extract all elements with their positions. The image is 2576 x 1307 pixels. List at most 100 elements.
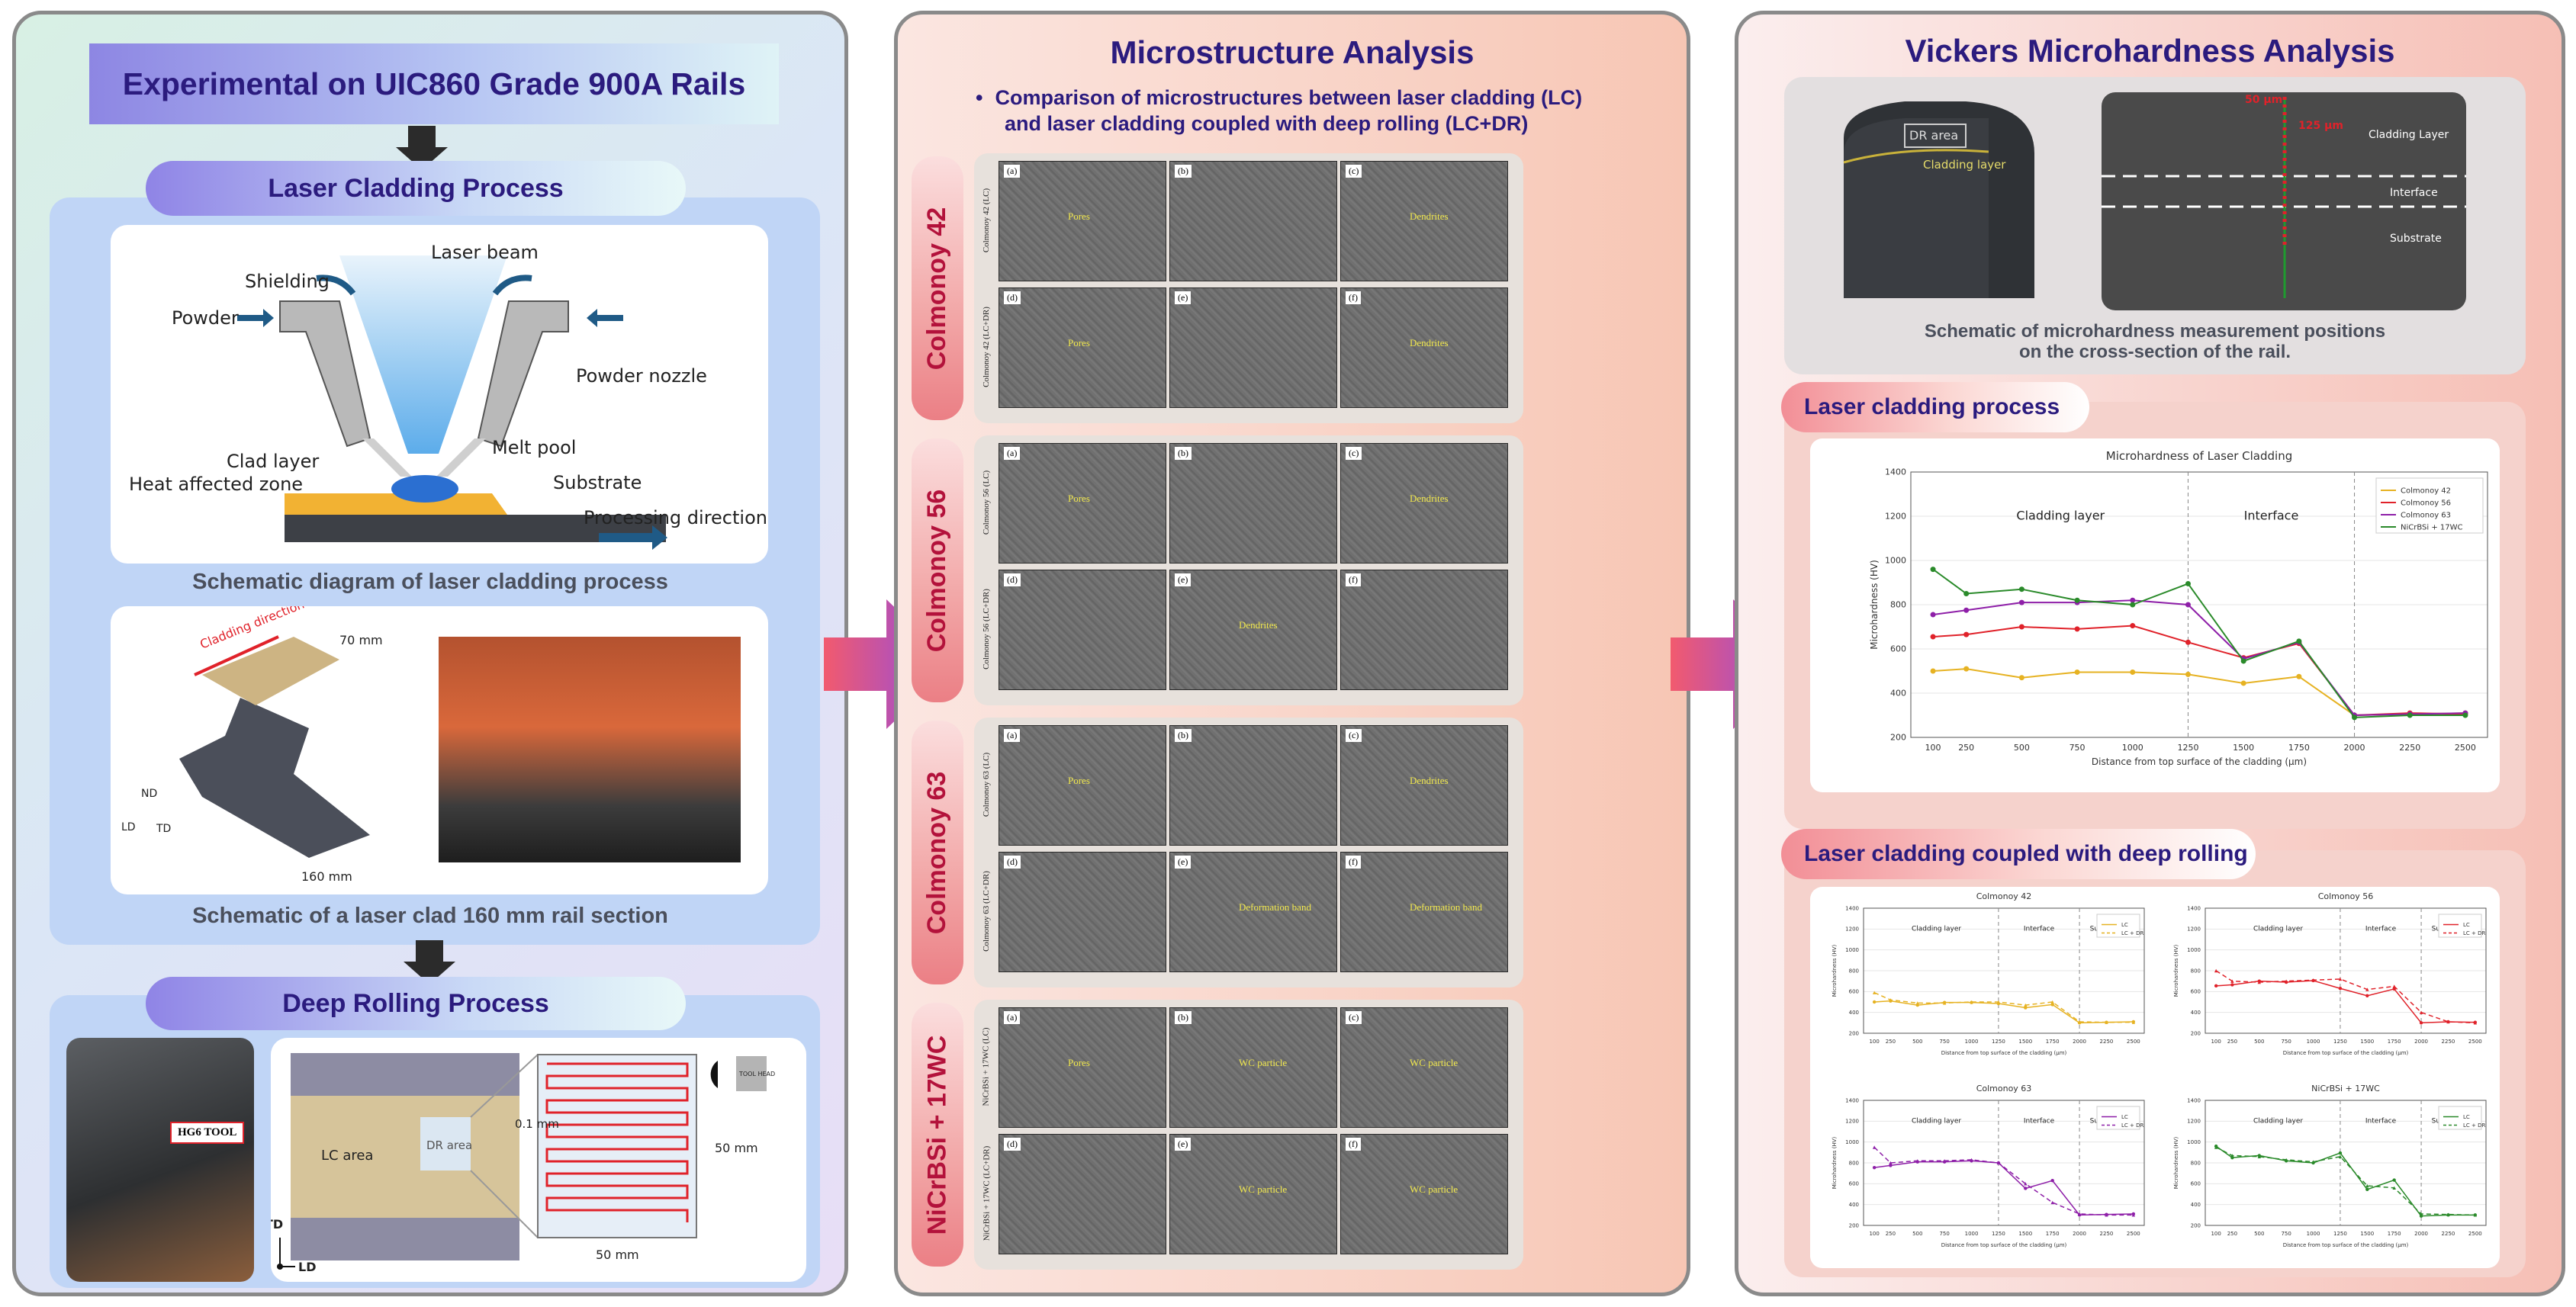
lc-chart-title: Laser cladding process [1781, 382, 2089, 432]
cladding-direction-arrow [194, 635, 279, 676]
series-point [2130, 597, 2136, 603]
x-tick-label: 1250 [2333, 1231, 2347, 1237]
series-point [2296, 673, 2302, 679]
label-size-v: 50 mm [715, 1141, 758, 1155]
series-point [2077, 1212, 2082, 1216]
x-tick-label: 2000 [2073, 1231, 2086, 1237]
row-tag-text: Colmonoy 42 (LC) [982, 188, 991, 253]
region-label: Cladding layer [1912, 1118, 1961, 1126]
x-tick-label: 1500 [2018, 1039, 2032, 1045]
x-axis-label: Distance from top surface of the claddin… [1941, 1050, 2067, 1056]
rail-front-face [1844, 118, 1989, 298]
series-point [1996, 1000, 2001, 1004]
micrograph: (d) [999, 570, 1166, 690]
x-tick-label: 250 [2227, 1039, 2237, 1045]
series-point [2365, 987, 2369, 991]
label-processing-direction: Processing direction [584, 507, 767, 528]
series-point [1963, 631, 1970, 637]
lcdr-chart-title: Laser cladding coupled with deep rolling [1781, 829, 2256, 879]
series-point [2392, 1186, 2396, 1190]
y-tick-label: 200 [2191, 1222, 2201, 1228]
chart-title: Colmonoy 56 [2318, 891, 2374, 901]
micrograph: (f)Deformation band [1340, 852, 1508, 972]
x-tick-label: 1000 [2307, 1039, 2320, 1045]
series-point [2105, 1020, 2108, 1024]
melt-pool [391, 475, 458, 503]
micrograph-id: (a) [1004, 1011, 1021, 1024]
row-tag-text: NiCrBSi + 17WC (LC+DR) [982, 1145, 991, 1241]
x-tick-label: 2000 [2073, 1039, 2086, 1045]
series-point [2024, 1182, 2028, 1186]
series-point [1872, 1165, 1877, 1170]
x-tick-label: 750 [2281, 1231, 2291, 1237]
label-zoom-cladding: Cladding Layer [2369, 129, 2449, 141]
legend-entry: LC + DR [2121, 930, 2143, 936]
lc-strip-bottom [291, 1218, 519, 1260]
micrograph-id: (b) [1175, 165, 1192, 178]
microstructure-bullet: •Comparison of microstructures between l… [976, 86, 1583, 135]
legend-entry: LC [2121, 1114, 2128, 1120]
series-point [2024, 1003, 2028, 1007]
label-td: TD [156, 823, 171, 835]
row-tag-text: Colmonoy 63 (LC) [982, 752, 991, 817]
series-point [2462, 712, 2468, 718]
series-point [2419, 1021, 2423, 1025]
series-point [2365, 1183, 2369, 1188]
laser-cladding-diagram: Laser beam Shielding Powder Powder nozzl… [129, 242, 767, 550]
plot-frame [1910, 471, 2488, 738]
y-tick-label: 1000 [1845, 947, 1859, 953]
micrograph-id: (d) [1004, 573, 1021, 586]
chart-title: Colmonoy 42 [1976, 891, 2032, 901]
powder-arrow-right [587, 309, 623, 327]
series-point [2105, 1213, 2108, 1217]
rail-box: Cladding direction 70 mm 160 mm ND LD TD [111, 597, 768, 894]
x-tick-label: 750 [2069, 743, 2086, 753]
series-point [1889, 1164, 1893, 1167]
y-tick-label: 400 [1849, 1202, 1859, 1208]
series-point [2230, 983, 2234, 987]
tool-head-box [736, 1056, 767, 1091]
series-point [2446, 1212, 2450, 1216]
y-tick-label: 400 [2191, 1010, 2201, 1016]
micrograph-id: (b) [1175, 729, 1192, 742]
plot-frame [1863, 1100, 2145, 1226]
row-tag-text: Colmonoy 42 (LC+DR) [982, 307, 992, 387]
x-tick-label: 1500 [2360, 1039, 2374, 1045]
series-point [2024, 1187, 2028, 1190]
series-point [1889, 998, 1893, 1002]
micrograph-id: (a) [1004, 729, 1021, 742]
x-tick-label: 2250 [2100, 1039, 2114, 1045]
micrograph: (a)Pores [999, 443, 1166, 564]
series-point [2240, 680, 2246, 686]
label-tool-head: TOOL HEAD [738, 1071, 775, 1077]
legend-entry: LC + DR [2121, 1122, 2143, 1129]
micrograph-annotation: WC particle [1239, 1183, 1288, 1195]
micrograph-id: (c) [1346, 447, 1362, 460]
micrograph: (c)Dendrites [1340, 161, 1508, 281]
y-tick-label: 1200 [1885, 512, 1906, 522]
lc-microhardness-chart: Microhardness of Laser Cladding200400600… [1869, 449, 2488, 767]
arrow-down-1 [408, 126, 436, 149]
micrograph-annotation: WC particle [1410, 1057, 1458, 1068]
schematic-box: DR area Cladding layer 50 μm 125 μm Clad… [1784, 77, 2526, 374]
x-tick-label: 2000 [2344, 743, 2365, 753]
micrograph: (b)WC particle [1169, 1007, 1337, 1128]
x-axis-label: Distance from top surface of the claddin… [2283, 1050, 2409, 1056]
series-point [1942, 1159, 1947, 1163]
label-rail-width: 70 mm [339, 633, 383, 647]
series-point [2338, 987, 2343, 991]
micrograph-id: (f) [1346, 1138, 1361, 1151]
region-label: Interface [2024, 926, 2055, 933]
series-line [1874, 1160, 2134, 1216]
label-laser-beam: Laser beam [431, 242, 539, 263]
label-nd: ND [141, 788, 157, 800]
series-point [1872, 1000, 1877, 1004]
y-axis-label: Microhardness (HV) [2173, 1136, 2179, 1189]
flow-arrow-1 [824, 599, 954, 729]
series-point [2311, 978, 2315, 982]
micrograph: (d) [999, 1134, 1166, 1254]
series-point [2018, 599, 2024, 605]
deep-rolling-diagram-box: LC area DR area 0.1 mm 50 mm 50 mm TD LD… [265, 1038, 806, 1282]
series-point [2392, 1178, 2396, 1182]
label-zoom-interface: Interface [2390, 187, 2438, 199]
